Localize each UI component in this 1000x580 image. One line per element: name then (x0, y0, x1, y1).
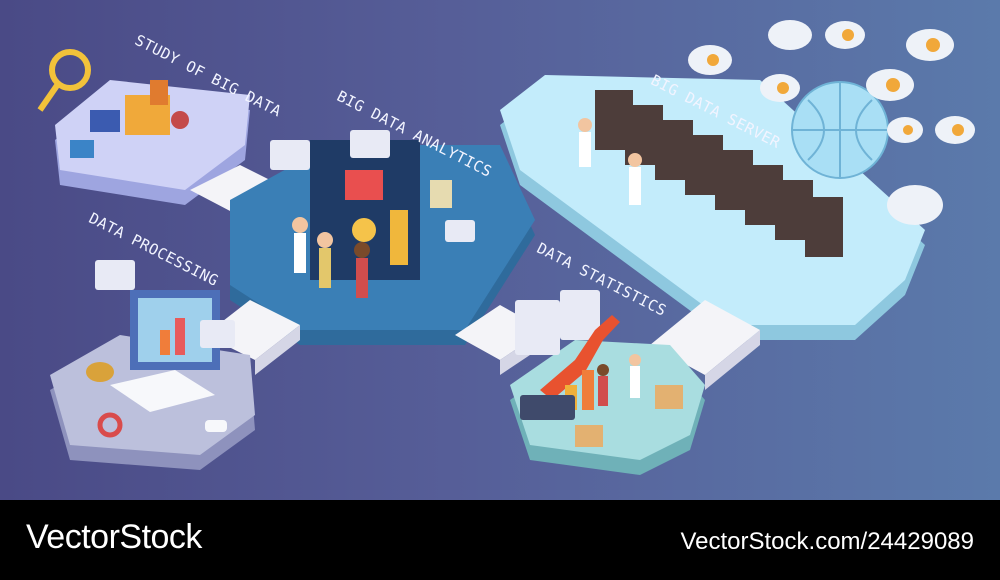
image-credit: VectorStock.com/24429089 (680, 528, 974, 555)
cloud-icons (688, 20, 975, 225)
magnifier-icon (49, 49, 91, 91)
box (575, 425, 603, 447)
gear-icons (707, 29, 964, 136)
analytics-platform (230, 130, 535, 345)
server-platform (500, 75, 925, 340)
server-racks (595, 90, 843, 257)
brand-name: VectorStock (26, 518, 202, 556)
magnifier-icon (97, 412, 123, 438)
box (655, 385, 683, 409)
isometric-illustration: STUDY OF BIG DATA BIG DATA ANALYTICS BIG… (0, 0, 1000, 500)
watermark-footer: VectorStock VectorStock.com/24429089 (0, 500, 1000, 580)
tablet (520, 395, 575, 420)
keyboard (110, 370, 215, 412)
processing-platform (50, 260, 255, 470)
study-platform (37, 49, 250, 205)
illustration-artwork (37, 20, 975, 475)
growth-arrow (540, 315, 620, 400)
statistics-platform (510, 290, 705, 475)
